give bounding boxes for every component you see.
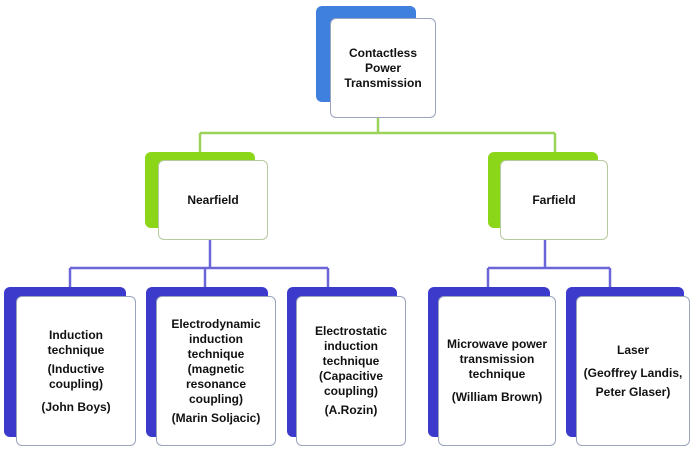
- electrodynamic-line-4: (magnetic: [187, 361, 245, 376]
- microwave-line-2: transmission: [459, 352, 535, 366]
- electrodynamic-line-1: Electrodynamic: [171, 316, 261, 331]
- root-node-card: Contactless Power Transmission: [330, 18, 436, 118]
- microwave-line-1: Microwave power: [446, 337, 548, 351]
- leaf-induction-card: Induction technique (Inductive coupling)…: [16, 296, 136, 446]
- root-line-2: Power: [364, 60, 401, 75]
- electrodynamic-line-6: coupling): [189, 391, 243, 406]
- root-line-3: Transmission: [344, 75, 422, 90]
- laser-sub-2: Peter Glaser): [595, 384, 671, 399]
- induction-sub-2: coupling): [49, 376, 103, 391]
- leaf-electrodynamic-card: Electrodynamic induction technique (magn…: [156, 296, 276, 446]
- laser-line-1: Laser: [616, 342, 650, 357]
- electrodynamic-line-3: technique: [187, 346, 245, 361]
- microwave-credit: (William Brown): [451, 390, 543, 404]
- induction-sub-1: (Inductive: [47, 361, 105, 376]
- nearfield-label: Nearfield: [187, 192, 239, 207]
- electrostatic-credit: (A.Rozin): [324, 403, 378, 417]
- electrostatic-line-3: technique: [322, 354, 380, 368]
- electrodynamic-line-2: induction: [189, 331, 243, 346]
- nearfield-node-card: Nearfield: [158, 160, 268, 240]
- farfield-label: Farfield: [532, 192, 576, 207]
- induction-line-1: Induction: [49, 327, 103, 342]
- electrostatic-line-4: (Capacitive: [318, 369, 384, 383]
- electrodynamic-line-5: resonance: [185, 376, 247, 391]
- leaf-laser-card: Laser (Geoffrey Landis, Peter Glaser): [576, 296, 690, 446]
- induction-line-2: technique: [47, 342, 105, 357]
- laser-sub-1: (Geoffrey Landis,: [583, 365, 683, 380]
- electrostatic-line-2: induction: [324, 339, 378, 353]
- electrodynamic-credit: (Marin Soljacic): [171, 410, 261, 425]
- electrostatic-line-5: coupling): [324, 384, 378, 398]
- induction-credit: (John Boys): [41, 399, 111, 414]
- microwave-line-3: technique: [468, 367, 526, 381]
- farfield-node-card: Farfield: [500, 160, 608, 240]
- root-line-1: Contactless: [348, 45, 418, 60]
- electrostatic-line-1: Electrostatic: [314, 324, 388, 338]
- leaf-microwave-card: Microwave power transmission technique (…: [438, 296, 556, 446]
- leaf-electrostatic-card: Electrostatic induction technique (Capac…: [296, 296, 406, 446]
